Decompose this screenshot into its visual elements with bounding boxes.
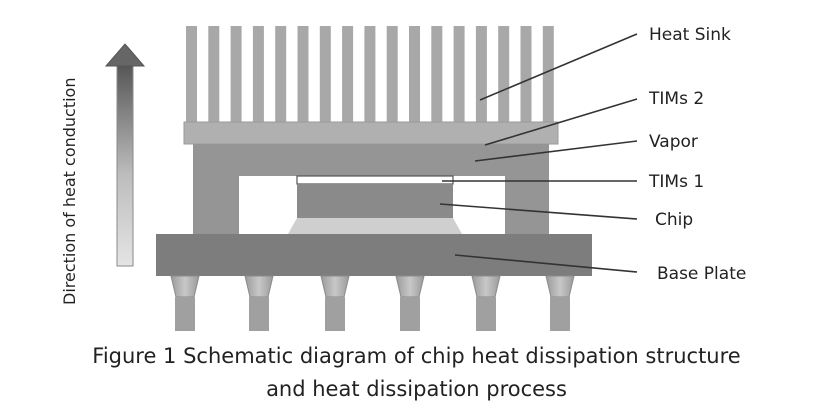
heat-sink-fin	[409, 26, 420, 123]
label-tims1: TIMs 1	[648, 172, 704, 192]
heat-sink-fin	[453, 26, 465, 123]
leader-vapor	[474, 140, 638, 162]
heat-sink-fin	[475, 26, 487, 123]
label-chip: Chip	[655, 210, 693, 230]
heat-sink-fin	[520, 26, 532, 123]
heat-sink-fin	[208, 26, 220, 123]
chip	[297, 184, 453, 218]
heat-sink-fin	[319, 26, 331, 123]
heat-direction-arrow	[104, 43, 146, 267]
label-base-plate: Base Plate	[657, 264, 746, 284]
heat-direction-label: Direction of heat conduction	[60, 78, 79, 306]
label-heat-sink: Heat Sink	[649, 25, 731, 45]
heat-sink-fin	[386, 26, 398, 123]
base-plate	[156, 234, 592, 276]
leader-base-plate	[454, 254, 638, 273]
leader-tims2	[484, 98, 638, 146]
pin	[170, 275, 200, 331]
label-vapor: Vapor	[649, 132, 698, 152]
figure-caption: Figure 1 Schematic diagram of chip heat …	[0, 340, 833, 406]
label-tims2: TIMs 2	[648, 89, 704, 109]
caption-line-2: and heat dissipation process	[266, 377, 567, 401]
heat-sink-fins	[186, 26, 554, 123]
base-plate-pins	[170, 275, 575, 331]
leader-heat-sink	[479, 33, 638, 101]
heat-sink-fin	[275, 26, 287, 123]
vapor-chamber	[193, 144, 549, 236]
heat-sink-fin	[498, 26, 510, 123]
tims1-layer	[296, 175, 454, 185]
pin	[545, 275, 575, 331]
caption-line-1: Figure 1 Schematic diagram of chip heat …	[92, 344, 741, 368]
chip-substrate	[288, 218, 462, 234]
heat-sink-fin	[252, 26, 264, 123]
leader-chip	[439, 203, 638, 220]
heat-sink-fin	[186, 26, 197, 123]
heat-sink-fin	[431, 26, 443, 123]
leader-lines	[439, 33, 638, 273]
heat-sink-fin	[230, 26, 242, 123]
pin	[471, 275, 501, 331]
pin	[395, 275, 425, 331]
heat-sink-fin	[297, 26, 309, 123]
pin	[320, 275, 350, 331]
heat-sink-fin	[542, 26, 554, 123]
heat-dissipation-diagram: Direction of heat conduction Heat Sink T…	[60, 25, 746, 331]
heat-sink-fin	[342, 26, 354, 123]
heat-sink-fin	[364, 26, 376, 123]
pin	[244, 275, 274, 331]
